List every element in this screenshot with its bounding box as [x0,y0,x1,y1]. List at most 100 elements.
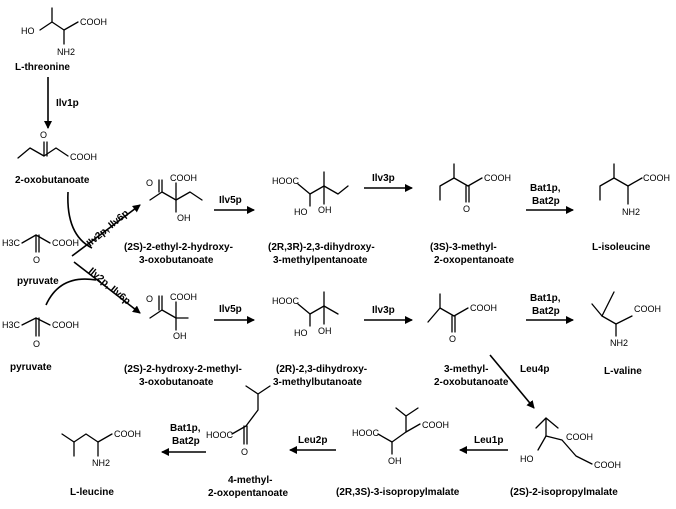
atom-cooh: COOH [470,303,497,313]
compound-pyruvate-bottom: pyruvate [10,362,52,373]
compound-ethyl-hydroxy-line1: (2S)-2-ethyl-2-hydroxy- [124,242,233,253]
compound-4-methyl-line2: 2-oxopentanoate [208,488,288,499]
structure-2r3s-isopropylmalate: HOOC OH COOH [352,407,449,466]
compound-hydroxy-methyl-line1: (2S)-2-hydroxy-2-methyl- [124,364,242,375]
structure-dihydroxy-methylpentanoate: HOOC HO OH [272,171,349,217]
atom-cooh: COOH [114,429,141,439]
enzyme-bat1p-mid: Bat1p, [530,293,561,304]
atom-oh: OH [177,213,191,223]
enzyme-ilv1p: Ilv1p [56,98,79,109]
enzyme-leu2p: Leu2p [298,435,327,446]
structure-hydroxy-methyl-oxobutanoate: O COOH OH [146,292,197,341]
enzyme-ilv5p-top: Ilv5p [219,195,242,206]
compound-methyl-oxopentanoate-line1: (3S)-3-methyl- [430,242,497,253]
compound-pyruvate-top: pyruvate [17,276,59,287]
compound-l-valine: L-valine [604,366,642,377]
atom-ho: HO [21,26,35,36]
arrow-leu4 [489,354,535,409]
atom-oh: OH [318,326,332,336]
atom-h3c: H3C [2,238,21,248]
structure-2-oxobutanoate: O COOH [17,130,97,162]
compound-dihydroxy-pentanoate-line1: (2R,3R)-2,3-dihydroxy- [268,242,375,253]
structure-pyruvate-top: H3C O COOH [2,234,79,265]
structure-l-valine: COOH NH2 [591,291,661,348]
enzyme-bat1p-bottom: Bat1p, [170,423,201,434]
compound-dihydroxy-pentanoate-line2: 3-methylpentanoate [273,255,368,266]
compound-methyl-oxobutanoate-line1: 3-methyl- [444,364,488,375]
compound-4-methyl-line1: 4-methyl- [228,475,272,486]
atom-o: O [463,204,470,214]
atom-hooc: HOOC [352,428,380,438]
atom-ho: HO [294,207,308,217]
atom-cooh: COOH [643,173,670,183]
atom-hooc: HOOC [272,296,300,306]
atom-nh2: NH2 [622,207,640,217]
atom-o: O [33,255,40,265]
compound-ethyl-hydroxy-line2: 3-oxobutanoate [139,255,214,266]
structure-l-leucine: COOH NH2 [61,429,141,468]
structure-methyl-oxopentanoate: O COOH [439,163,511,214]
compound-methyl-oxobutanoate-line2: 2-oxobutanoate [434,377,509,388]
structure-pyruvate-bottom: H3C O COOH [2,317,79,349]
enzyme-bat2p-mid: Bat2p [532,306,560,317]
compound-l-threonine: L-threonine [15,62,70,73]
atom-o: O [146,178,153,188]
atom-nh2: NH2 [57,47,75,57]
atom-cooh: COOH [634,304,661,314]
compound-2-oxobutanoate: 2-oxobutanoate [15,175,90,186]
atom-hooc: HOOC [206,430,234,440]
compound-methyl-oxopentanoate-line2: 2-oxopentanoate [434,255,514,266]
compound-dihydroxy-butanoate-line2: 3-methylbutanoate [273,377,362,388]
structure-l-threonine: COOH HO NH2 [21,7,107,57]
structure-2s-isopropylmalate: COOH HO COOH [520,417,621,470]
atom-h3c: H3C [2,320,21,330]
structure-methyl-oxobutanoate: O COOH [427,293,497,344]
compound-2r3s-isopropylmalate: (2R,3S)-3-isopropylmalate [336,487,460,498]
atom-cooh: COOH [52,238,79,248]
arrow-ilv2-bottom [73,261,141,314]
compound-l-isoleucine: L-isoleucine [592,242,651,253]
atom-o: O [40,130,47,140]
atom-o: O [449,334,456,344]
enzyme-ilv2p-ilv6p-bottom: Ilv2p, Ilv6p [86,266,132,307]
atom-hooc: HOOC [272,176,300,186]
atom-cooh: COOH [170,173,197,183]
curve-pyruvate-in [45,278,97,306]
structure-l-isoleucine: COOH NH2 [599,163,670,217]
arrow-ilv2-top [71,204,141,257]
atom-nh2: NH2 [92,458,110,468]
atom-oh: OH [388,456,402,466]
enzyme-ilv5p-bottom: Ilv5p [219,304,242,315]
atom-cooh-2: COOH [594,460,621,470]
enzyme-bat2p-top: Bat2p [532,196,560,207]
structure-ethyl-hydroxy-oxobutanoate: O COOH OH [146,173,203,223]
atom-ho: HO [520,454,534,464]
atom-ho: HO [294,328,308,338]
enzyme-leu4p: Leu4p [520,364,549,375]
atom-cooh: COOH [80,17,107,27]
atom-cooh: COOH [566,432,593,442]
compound-2s-isopropylmalate: (2S)-2-isopropylmalate [510,487,618,498]
enzyme-ilv3p-bottom: Ilv3p [372,305,395,316]
atom-cooh: COOH [484,173,511,183]
atom-nh2: NH2 [610,338,628,348]
structure-4-methyl-2-oxopentanoate: HOOC O [206,385,271,457]
atom-o: O [241,447,248,457]
compound-l-leucine: L-leucine [70,487,114,498]
atom-cooh: COOH [52,320,79,330]
atom-o: O [33,339,40,349]
atom-o: O [146,294,153,304]
enzyme-bat1p-top: Bat1p, [530,183,561,194]
atom-cooh: COOH [70,152,97,162]
enzyme-leu1p: Leu1p [474,435,503,446]
enzyme-bat2p-bottom: Bat2p [172,436,200,447]
atom-oh: OH [173,331,187,341]
compound-dihydroxy-butanoate-line1: (2R)-2,3-dihydroxy- [276,364,367,375]
compound-hydroxy-methyl-line2: 3-oxobutanoate [139,377,214,388]
atom-cooh: COOH [422,420,449,430]
atom-cooh: COOH [170,292,197,302]
structure-dihydroxy-methylbutanoate: HOOC HO OH [272,291,339,338]
enzyme-ilv3p-top: Ilv3p [372,173,395,184]
